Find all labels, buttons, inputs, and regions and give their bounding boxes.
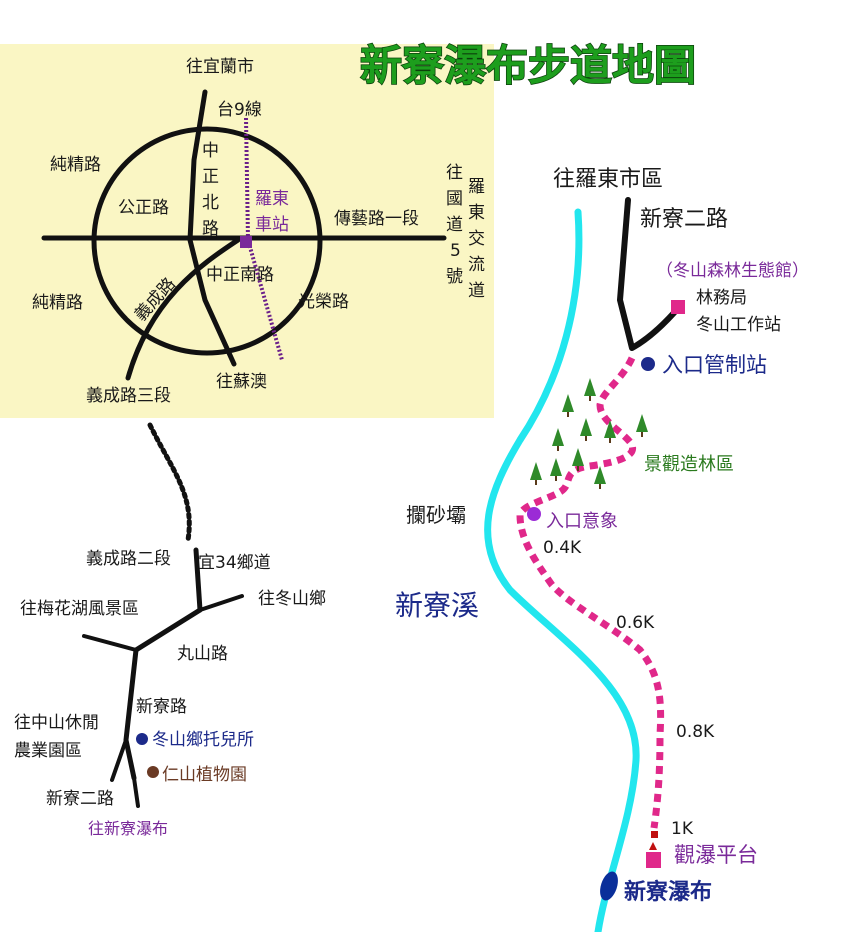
tree-icon [636, 414, 648, 437]
label-xinliao2-left: 新寮二路 [46, 789, 114, 809]
label-gongzheng: 公正路 [118, 198, 169, 218]
label-interchange-4: 流 [468, 255, 485, 275]
label-forestry-1: 林務局 [696, 288, 747, 308]
label-waterfall: 新寮瀑布 [624, 879, 712, 905]
label-scenic-forest: 景觀造林區 [644, 454, 734, 475]
waterfall-icon [600, 871, 618, 901]
label-zhongzheng-north-3: 北 [202, 193, 219, 213]
label-to-falls: 往新寮瀑布 [88, 819, 168, 838]
tree-icon [530, 462, 542, 485]
tree-icon [562, 394, 574, 417]
label-chuanyi: 傳藝路一段 [334, 209, 419, 229]
label-daycare: 冬山鄉托兒所 [152, 730, 254, 750]
label-guangrong: 光榮路 [298, 292, 349, 312]
label-xinliao-rd: 新寮路 [136, 697, 187, 717]
label-ecology-hall: （冬山森林生態館） [656, 261, 809, 281]
label-freeway5-4: 5 [450, 241, 461, 261]
tree-icon [604, 420, 616, 443]
road-wanshan [133, 607, 203, 653]
label-zhongzheng-north: 中 正 北 路 [202, 141, 219, 239]
label-to-yilan: 往宜蘭市 [186, 57, 254, 77]
label-entrance-sign: 入口意象 [546, 511, 618, 532]
platform-arrow-icon [649, 842, 657, 850]
label-freeway5-5: 號 [446, 267, 463, 287]
tree-icon [580, 418, 592, 441]
map-title: 新寮瀑布步道地圖 [360, 41, 696, 90]
label-yicheng3: 義成路三段 [86, 386, 171, 406]
label-zhongzheng-north-2: 正 [202, 167, 219, 187]
label-to-zhongshan-1: 往中山休閒 [14, 713, 99, 733]
label-luodong-interchange: 羅 東 交 流 道 [468, 177, 485, 301]
label-interchange-3: 交 [468, 229, 485, 249]
label-to-dongshan: 往冬山鄉 [258, 589, 326, 609]
daycare-marker-icon [136, 733, 148, 745]
label-sand-dam: 攔砂壩 [406, 503, 466, 527]
road-yicheng2 [193, 547, 203, 613]
inset-roads [41, 89, 447, 381]
tree-icon [572, 448, 584, 471]
label-km08: 0.8K [676, 722, 715, 742]
label-freeway5-3: 道 [446, 215, 463, 235]
label-km1: 1K [671, 819, 694, 839]
label-chunjing-top: 純精路 [50, 155, 101, 175]
forestry-marker-icon [671, 300, 685, 314]
label-station-2: 車站 [255, 215, 289, 235]
tree-icon [594, 466, 606, 489]
label-zhongzheng-north-4: 路 [202, 219, 219, 239]
label-zhongzheng-south: 中正南路 [206, 265, 274, 285]
label-chunjing-bottom: 純精路 [32, 293, 83, 313]
label-viewing-platform: 觀瀑平台 [674, 843, 758, 867]
label-zhongzheng-north-1: 中 [202, 141, 219, 161]
label-creek: 新寮溪 [395, 589, 479, 622]
railway-route9 [244, 117, 284, 361]
label-freeway5-2: 國 [446, 189, 463, 209]
label-renshan: 仁山植物園 [162, 765, 247, 785]
label-to-suao: 往蘇澳 [216, 372, 267, 392]
label-wanshan: 丸山路 [177, 644, 228, 664]
creek-line [484, 208, 640, 932]
label-forestry-2: 冬山工作站 [696, 315, 781, 335]
label-km04: 0.4K [543, 538, 582, 558]
tree-icon [550, 458, 562, 481]
km1-marker-icon [651, 831, 658, 838]
entrance-sign-marker-icon [527, 507, 541, 521]
road-yicheng [125, 237, 241, 381]
renshan-marker-icon [147, 766, 159, 778]
label-to-zhongshan-2: 農業園區 [14, 741, 82, 761]
label-interchange-2: 東 [468, 203, 485, 223]
road-to-meihua [82, 634, 138, 652]
label-interchange-1: 羅 [468, 177, 485, 197]
road-to-zhongshan [110, 738, 128, 782]
label-route9: 台9線 [217, 100, 262, 120]
road-yicheng-dotted [147, 422, 192, 543]
label-yi34: 宜34鄉道 [198, 553, 271, 573]
label-freeway5-1: 往 [446, 163, 463, 183]
tree-icon [552, 428, 564, 451]
label-to-meihua: 往梅花湖風景區 [20, 599, 139, 619]
scenic-forest-trees [530, 378, 648, 489]
road-xinliao2-left [132, 776, 140, 808]
tree-icon [584, 378, 596, 401]
label-interchange-5: 道 [468, 281, 485, 301]
label-freeway5: 往 國 道 5 號 [446, 163, 463, 287]
label-entrance-station: 入口管制站 [662, 353, 767, 377]
label-station-1: 羅東 [255, 189, 289, 209]
label-xinliao2-right: 新寮二路 [640, 207, 728, 232]
station-marker-icon [240, 236, 252, 248]
ring-road [91, 126, 323, 356]
road-zhongzheng [187, 89, 237, 367]
label-to-luodong-city: 往羅東市區 [553, 167, 663, 192]
platform-marker-icon [646, 852, 661, 868]
road-to-dongshan [198, 594, 244, 612]
hiking-trail [516, 356, 665, 829]
label-km06: 0.6K [616, 613, 655, 633]
left-route-roads [82, 422, 244, 808]
entrance-station-marker-icon [641, 357, 655, 371]
label-yicheng2: 義成路二段 [86, 549, 171, 569]
road-xinliao [123, 647, 139, 781]
